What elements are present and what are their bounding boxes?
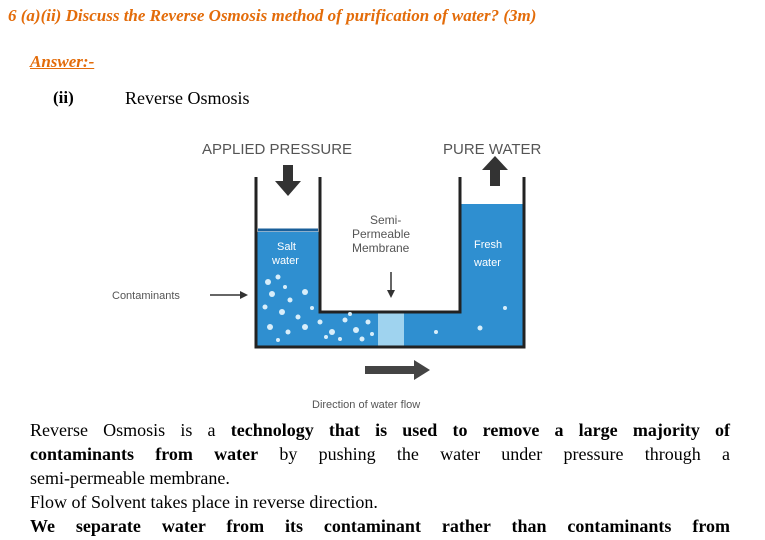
section-title: Reverse Osmosis [125,88,250,108]
pure-water-arrow-icon [482,156,508,186]
contaminants-label: Contaminants [112,290,180,302]
salt-water-label-1: Salt [277,241,296,253]
applied-pressure-label: APPLIED PRESSURE [202,141,352,158]
question-heading: 6 (a)(ii) Discuss the Reverse Osmosis me… [8,6,537,25]
contaminant-particles [262,274,507,342]
flow-direction-arrow-icon [365,360,430,380]
explanation-text: Reverse Osmosis is a technology that is … [30,418,730,538]
line-1: Reverse Osmosis is a technology that is … [30,418,730,442]
fresh-water-label-2: water [473,257,501,269]
text-span: by pushing the water under pressure thro… [258,444,730,464]
line-3: semi-permeable membrane. [30,468,230,488]
membrane [378,312,404,347]
container-outline [254,177,526,349]
answer-label: Answer:- [30,52,95,71]
section-number: (ii) [53,88,74,107]
reverse-osmosis-diagram: APPLIED PRESSURE PURE WATER Salt water F… [112,141,542,411]
bold-span: technology that is used to remove a larg… [230,420,731,440]
line-2: contaminants from water by pushing the w… [30,442,730,466]
fresh-water-label-1: Fresh [474,239,502,251]
flow-direction-label: Direction of water flow [312,399,420,411]
bold-span: contaminants from water [30,444,259,464]
salt-water-label-2: water [271,255,299,267]
membrane-label-3: Membrane [352,241,410,255]
pure-water-label: PURE WATER [443,141,542,158]
pressure-arrow-icon [275,165,301,196]
membrane-label-1: Semi- [370,213,401,227]
membrane-label-2: Permeable [352,227,410,241]
text-span: Reverse Osmosis is a [30,420,231,440]
line-4: Flow of Solvent takes place in reverse d… [30,492,378,512]
line-5: We separate water from its contaminant r… [30,516,730,536]
